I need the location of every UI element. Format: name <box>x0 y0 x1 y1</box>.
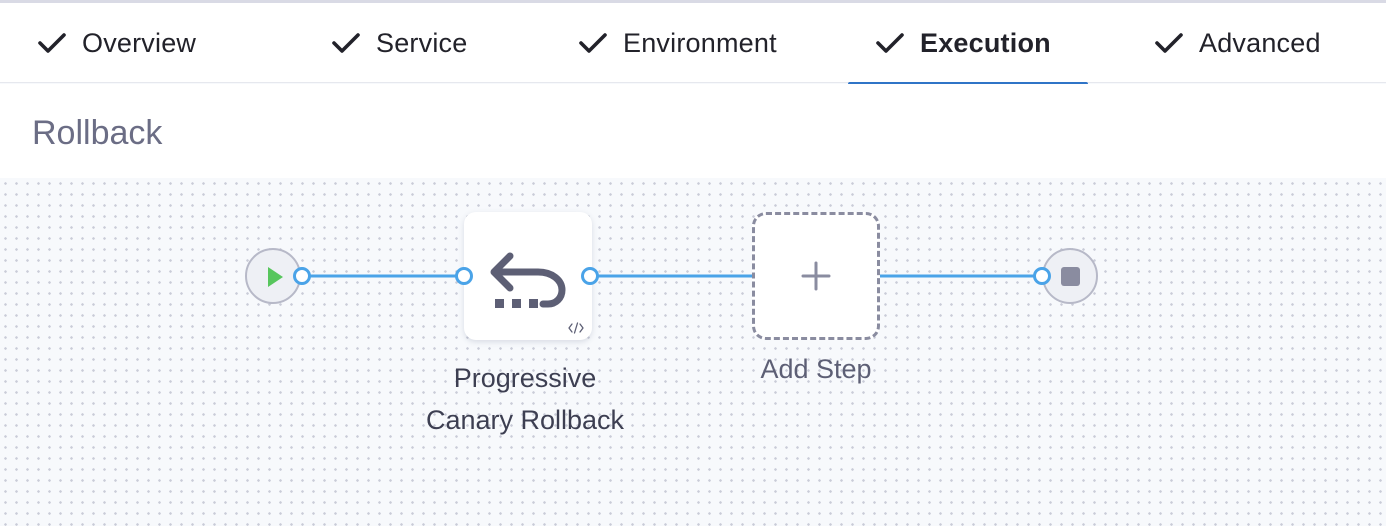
play-icon <box>268 267 283 287</box>
tab-execution[interactable]: Execution <box>874 3 1051 83</box>
stop-icon <box>1061 267 1080 286</box>
tab-advanced[interactable]: Advanced <box>1153 3 1321 83</box>
step-label-line: Canary Rollback <box>425 405 625 435</box>
tab-environment[interactable]: Environment <box>577 3 777 83</box>
tab-label: Environment <box>623 27 777 58</box>
step-label: Progressive Canary Rollback <box>388 357 662 441</box>
tab-overview[interactable]: Overview <box>36 3 196 83</box>
step-label-line: Progressive <box>453 363 597 393</box>
add-step-button[interactable] <box>752 212 880 340</box>
tab-label: Advanced <box>1199 27 1321 58</box>
checkmark-icon <box>579 33 607 53</box>
tab-service[interactable]: Service <box>330 3 467 83</box>
end-input-port[interactable] <box>1033 267 1051 285</box>
tab-label: Service <box>376 27 468 58</box>
plus-icon <box>801 261 831 291</box>
checkmark-icon <box>1155 33 1183 53</box>
start-output-port[interactable] <box>293 267 311 285</box>
step-progressive-canary-rollback[interactable] <box>464 212 592 340</box>
pipeline-canvas <box>0 178 1386 526</box>
step-output-port[interactable] <box>581 267 599 285</box>
add-step-label: Add Step <box>760 354 872 384</box>
checkmark-icon <box>332 33 360 53</box>
code-icon <box>568 322 584 334</box>
tab-label: Execution <box>920 27 1051 58</box>
stage-tabs: Overview Service Environment Execution A… <box>0 3 1386 86</box>
top-border <box>0 0 1386 3</box>
step-input-port[interactable] <box>455 267 473 285</box>
checkmark-icon <box>38 33 66 53</box>
tab-label: Overview <box>82 27 197 58</box>
pipeline-start-node[interactable] <box>245 248 301 304</box>
section-header: Rollback <box>0 84 1386 178</box>
rollback-icon <box>490 252 566 308</box>
section-title: Rollback <box>32 114 163 152</box>
checkmark-icon <box>876 33 904 53</box>
